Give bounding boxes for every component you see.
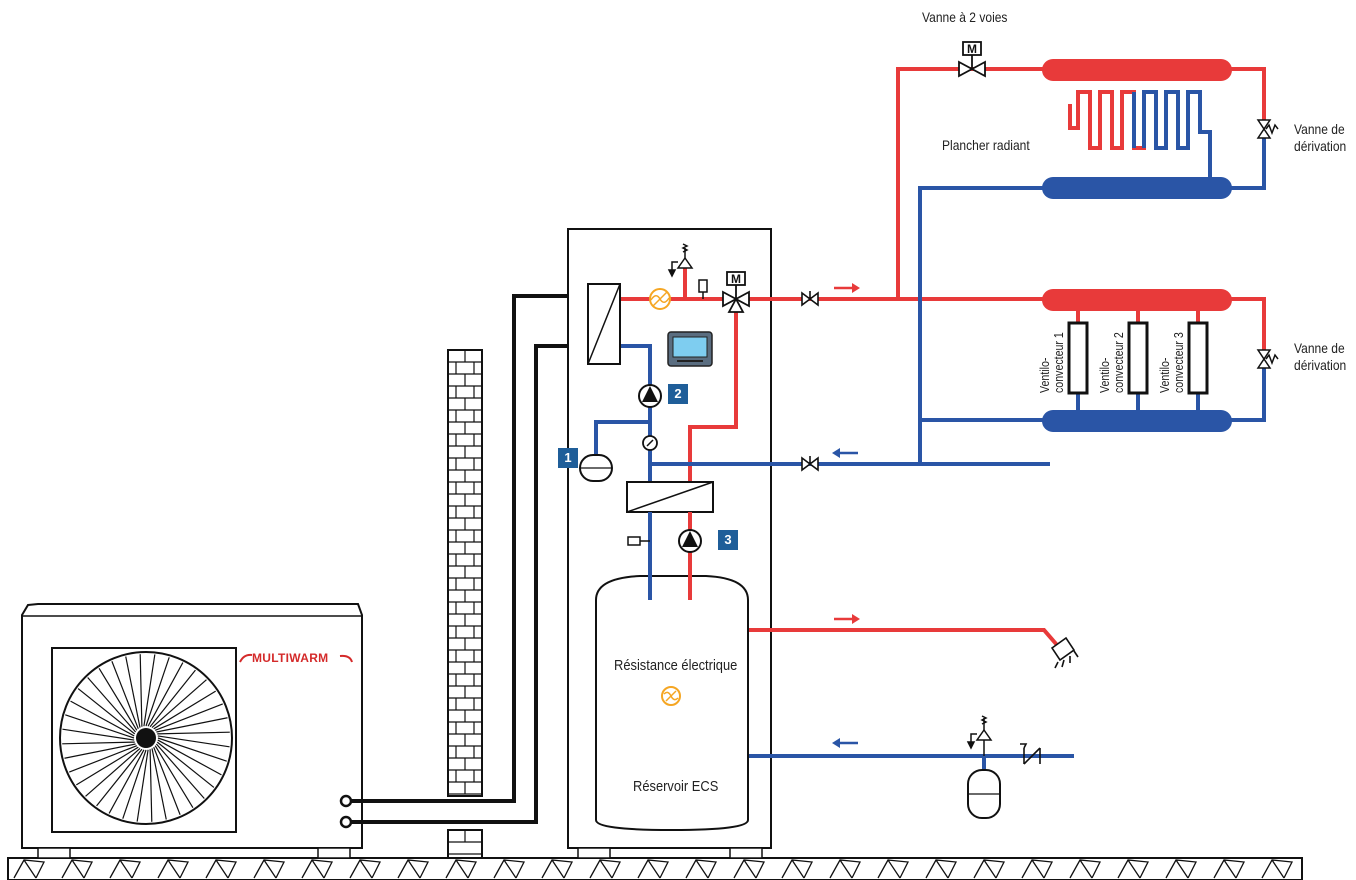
bypass-valve-label-top: Vanne de dérivation [1294, 121, 1347, 154]
shower-head-icon [1050, 636, 1079, 669]
outdoor-unit [21, 603, 363, 859]
bypass-valves [1256, 119, 1279, 369]
fan-coil-units [1067, 321, 1209, 395]
motor-letter-2: M [967, 42, 977, 56]
heat-exchanger-dhw [626, 481, 714, 513]
pump-3 [678, 529, 702, 553]
two-way-valve-label: Vanne à 2 voies [922, 9, 1008, 25]
expansion-tank-dhw [967, 769, 1001, 819]
two-way-valve [958, 41, 986, 78]
ground [7, 857, 1303, 880]
fan-coil-label-1: Ventilo- convecteur 1 [1038, 332, 1066, 393]
brick-wall [447, 349, 483, 859]
fan-coil-label-2: Ventilo- convecteur 2 [1098, 332, 1126, 393]
electric-resistance-label: Résistance électrique [614, 657, 738, 674]
floor-heating-label: Plancher radiant [942, 137, 1030, 153]
three-way-valve [722, 271, 750, 313]
flow-arrows [832, 283, 860, 748]
motor-letter-1: M [731, 272, 741, 286]
temperature-sensors [627, 279, 708, 546]
refrigerant-lines [351, 294, 588, 824]
safety-valve-dhw [966, 715, 993, 756]
check-valve [1020, 743, 1041, 765]
dhw-tank [595, 512, 749, 832]
controller-display [667, 331, 713, 367]
badge-3: 3 [718, 530, 738, 550]
cold-pipes [594, 90, 1266, 770]
badge-2: 2 [668, 384, 688, 404]
dhw-tank-label: Réservoir ECS [633, 778, 719, 795]
pump-2 [638, 384, 662, 408]
badge-1: 1 [558, 448, 578, 468]
collectors [1042, 59, 1232, 432]
heat-exchanger-main [587, 283, 621, 365]
shutoff-valves [801, 291, 819, 472]
pressure-gauge-icon [642, 435, 658, 451]
safety-valve-top [667, 243, 694, 278]
bypass-valve-label-bottom: Vanne de dérivation [1294, 340, 1347, 373]
electric-heater-icon [649, 288, 671, 310]
brand-name: MULTIWARM [252, 651, 329, 665]
expansion-tank-1 [579, 454, 613, 482]
brand-logo [239, 653, 353, 663]
fan-coil-label-3: Ventilo- convecteur 3 [1158, 332, 1186, 393]
